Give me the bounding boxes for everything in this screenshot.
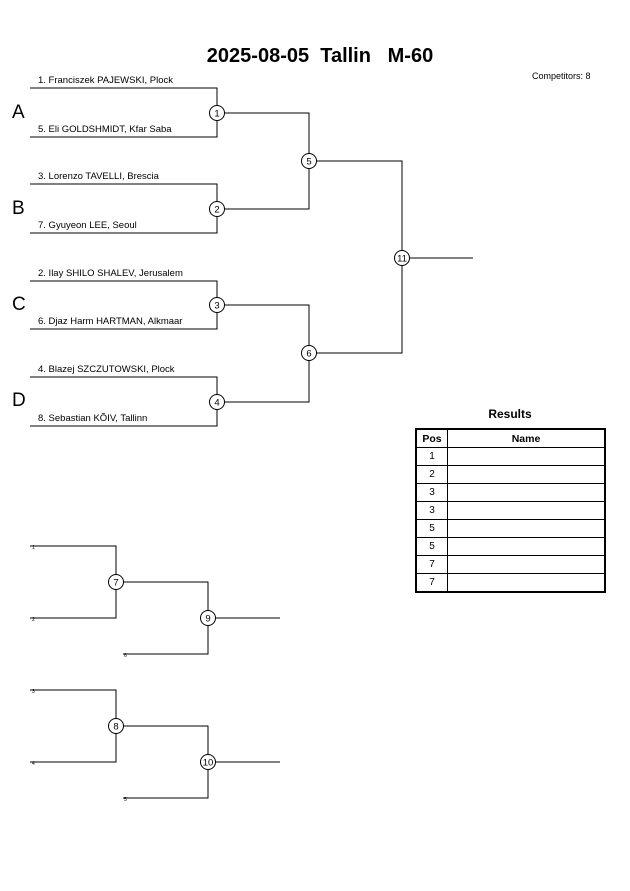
match-node: 2 [209, 201, 225, 217]
repechage-1-pair [30, 545, 117, 619]
results-row: 7 [415, 573, 606, 593]
match-node: 8 [108, 718, 124, 734]
repechage-1-pair-2 [116, 581, 209, 655]
repechage-slot-label: 6 [124, 653, 127, 659]
match-node: 5 [301, 153, 317, 169]
match-number: 8 [113, 721, 118, 732]
match-number: 2 [214, 204, 219, 215]
repechage-slot-label: 5 [124, 797, 127, 803]
competitor-6: 6. Djaz Harm HARTMAN, Alkmaar [38, 316, 183, 327]
match-number: 7 [113, 577, 118, 588]
match-circle [200, 610, 216, 626]
pool-label-b: B [12, 198, 25, 219]
repechage-slot-label: 3 [32, 689, 35, 695]
results-title: Results [488, 407, 532, 421]
results-pos: 2 [415, 465, 448, 484]
competitor-4: 4. Blazej SZCZUTOWSKI, Plock [38, 364, 175, 375]
match-node: 1 [209, 105, 225, 121]
match-circle [200, 754, 216, 770]
results-pos: 3 [415, 501, 448, 520]
pool-label-c: C [12, 294, 26, 315]
results-row: 2 [415, 465, 606, 484]
repechage-2-pair [30, 689, 117, 763]
match-node: 7 [108, 574, 124, 590]
results-name-cell [447, 483, 606, 502]
match-circle [301, 153, 317, 169]
pool-label-d: D [12, 390, 26, 411]
repechage-slot-label: 2 [32, 617, 35, 623]
match-circle [108, 718, 124, 734]
competitor-8: 8. Sebastian KÕIV, Tallinn [38, 413, 148, 424]
match-node: 10 [200, 754, 216, 770]
results-col-pos: Pos [415, 428, 448, 448]
repechage-slot-label: 4 [32, 761, 35, 767]
bracket-lines [30, 87, 473, 799]
competitors-count: Competitors: 8 [532, 71, 591, 81]
match-node: 3 [209, 297, 225, 313]
match-number: 3 [214, 300, 219, 311]
results-name-cell [447, 573, 606, 593]
results-name-cell [447, 465, 606, 484]
match-node: 6 [301, 345, 317, 361]
match-circle [108, 574, 124, 590]
competitor-5: 5. Eli GOLDSHMIDT, Kfar Saba [38, 124, 172, 135]
match-circle [209, 201, 225, 217]
match-number: 9 [205, 613, 210, 624]
bracket-pair-final [309, 160, 403, 354]
competitor-1: 1. Franciszek PAJEWSKI, Plock [38, 75, 173, 86]
results-row: 3 [415, 501, 606, 520]
results-col-name: Name [447, 428, 606, 448]
results-name-cell [447, 537, 606, 556]
bracket-pair-ab [217, 112, 310, 210]
match-circle [209, 394, 225, 410]
results-row: 5 [415, 537, 606, 556]
competitor-2: 2. Ilay SHILO SHALEV, Jerusalem [38, 268, 183, 279]
competitor-3: 3. Lorenzo TAVELLI, Brescia [38, 171, 159, 182]
results-row: 5 [415, 519, 606, 538]
results-name-cell [447, 555, 606, 574]
results-pos: 5 [415, 537, 448, 556]
results-pos: 3 [415, 483, 448, 502]
match-circles: 1 2 3 4 5 6 11 7 9 8 10 [108, 105, 410, 770]
results-row: 7 [415, 555, 606, 574]
match-node: 11 [394, 250, 410, 266]
results-pos: 7 [415, 555, 448, 574]
match-number: 1 [214, 108, 219, 119]
match-number: 5 [306, 156, 311, 167]
match-circle [209, 105, 225, 121]
results-row: 1 [415, 447, 606, 466]
match-node: 9 [200, 610, 216, 626]
results-pos: 5 [415, 519, 448, 538]
repechage-slot-label: 1 [32, 545, 35, 551]
competitor-7: 7. Gyuyeon LEE, Seoul [38, 220, 137, 231]
match-number: 4 [214, 397, 219, 408]
match-number: 11 [397, 253, 407, 264]
results-header-row: Pos Name [415, 428, 606, 448]
results-pos: 7 [415, 573, 448, 593]
results-name-cell [447, 519, 606, 538]
page-title: 2025-08-05 Tallin M-60 [206, 45, 434, 67]
results-name-cell [447, 447, 606, 466]
match-circle [301, 345, 317, 361]
match-circle [209, 297, 225, 313]
results-name-cell [447, 501, 606, 520]
match-number: 10 [203, 757, 214, 768]
results-row: 3 [415, 483, 606, 502]
repechage-2-pair-2 [116, 725, 209, 799]
match-circle [394, 250, 410, 266]
bracket-pair-cd [217, 304, 310, 403]
match-number: 6 [306, 348, 311, 359]
match-node: 4 [209, 394, 225, 410]
results-pos: 1 [415, 447, 448, 466]
results-table: Pos Name 1 2 3 3 5 5 7 7 [415, 428, 606, 593]
pool-label-a: A [12, 102, 25, 123]
